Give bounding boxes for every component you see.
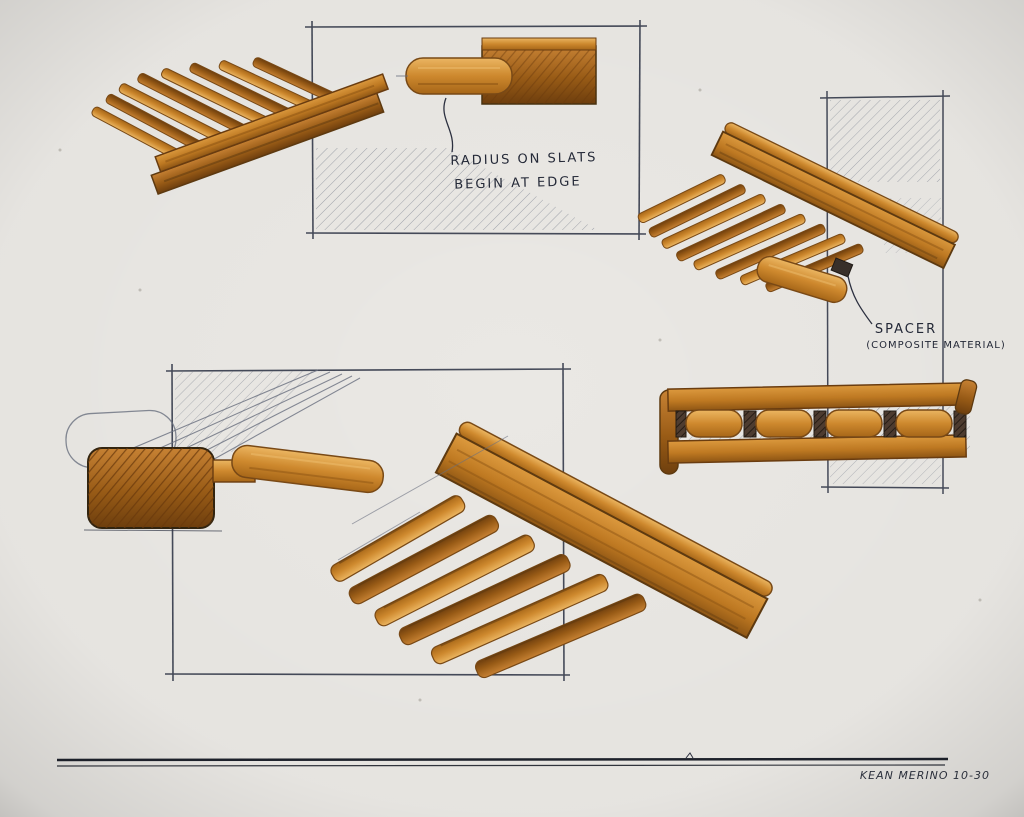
rail-section bbox=[83, 447, 223, 532]
signature: KEAN MERINO 10-30 bbox=[860, 769, 990, 782]
section-slat bbox=[755, 409, 813, 438]
section-spacer bbox=[743, 410, 757, 438]
section-slat bbox=[685, 409, 743, 438]
hatch-right-top bbox=[830, 100, 940, 182]
section-spacer bbox=[675, 410, 687, 438]
rule-top bbox=[56, 757, 949, 762]
section-slat bbox=[825, 409, 883, 438]
section-spacer bbox=[953, 410, 967, 438]
section-spacer bbox=[883, 410, 897, 438]
annotation-spacer: SPACER bbox=[875, 322, 937, 337]
section-slat bbox=[895, 409, 953, 438]
section-spacer bbox=[813, 410, 827, 438]
rounded-slat-end bbox=[405, 57, 513, 95]
annotation-spacer-material: (COMPOSITE MATERIAL) bbox=[866, 340, 1006, 351]
